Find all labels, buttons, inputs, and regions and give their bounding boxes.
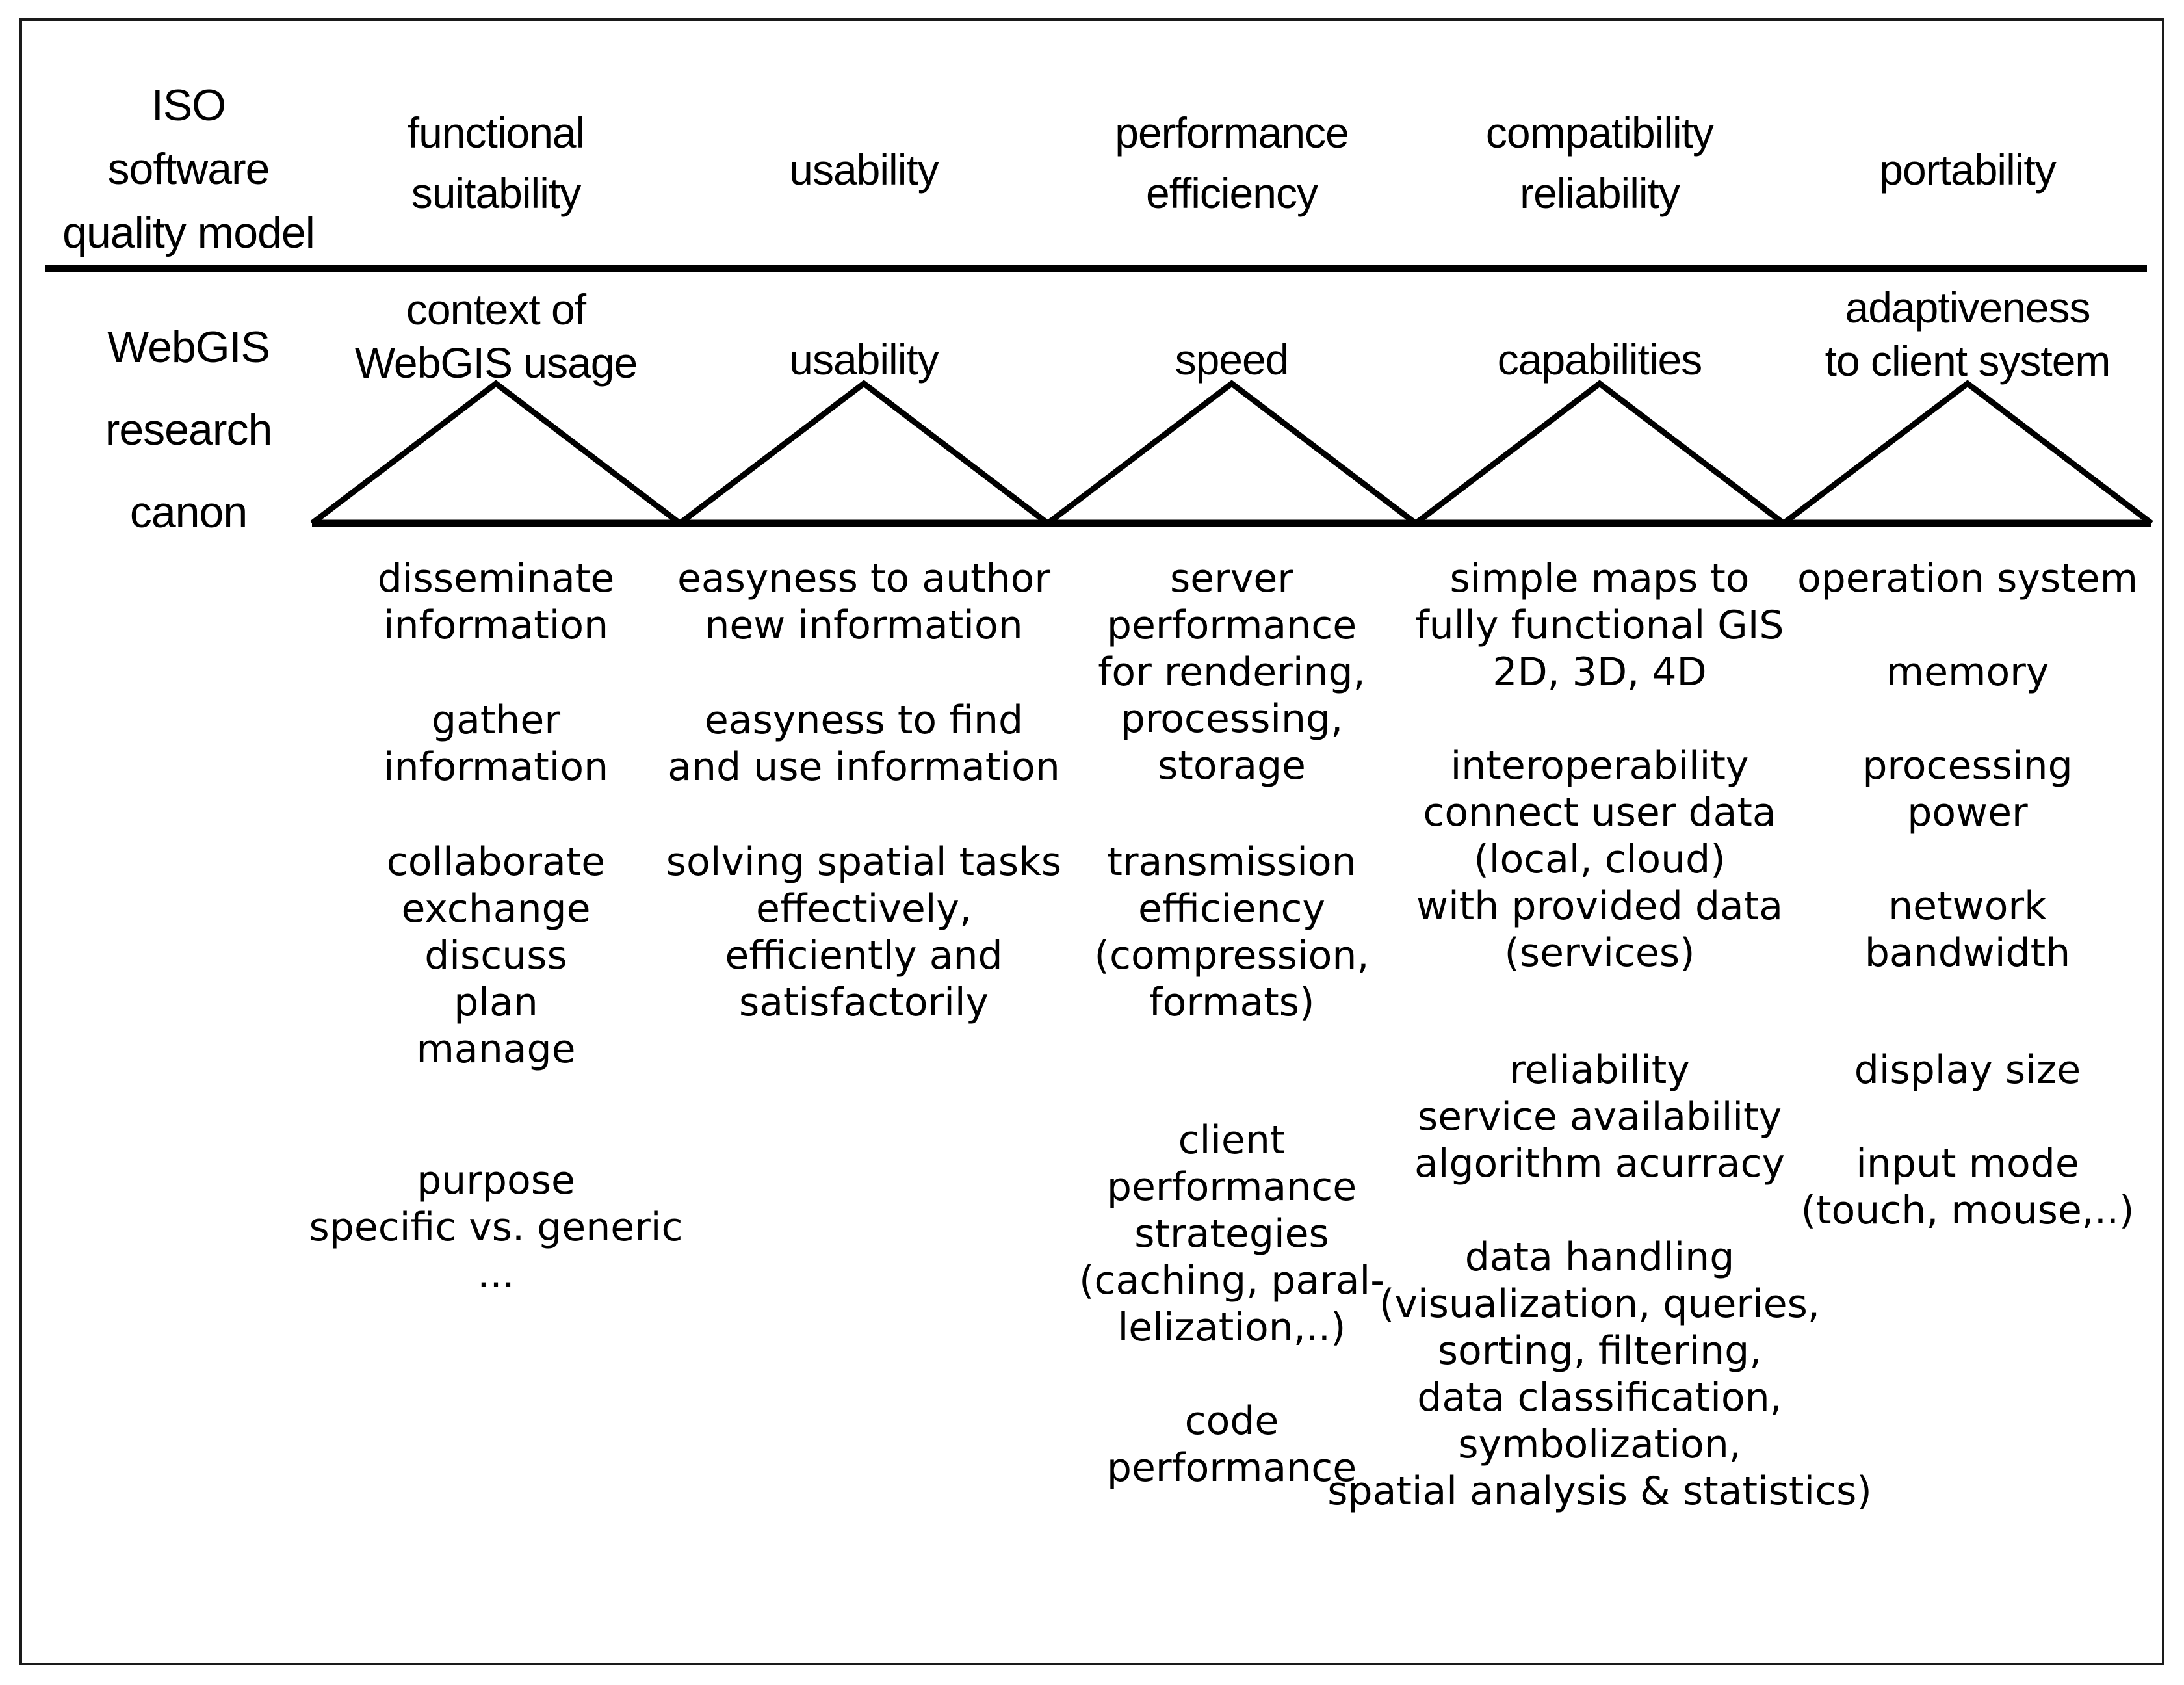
detail-group: processing power bbox=[1862, 743, 2073, 835]
detail-group: transmission efficiency (compression, fo… bbox=[1094, 839, 1370, 1025]
detail-group: gather information bbox=[383, 698, 609, 790]
canon-row-label: WebGIS research canon bbox=[105, 322, 273, 537]
detail-group: data handling (visualization, queries, s… bbox=[1327, 1234, 1872, 1514]
detail-column-adaptiveness: operation system memory processing power… bbox=[1782, 0, 2153, 1685]
canon-category-adaptiveness-to-client-system: adaptiveness to client system bbox=[1825, 283, 2111, 385]
canon-category-capabilities: capabilities bbox=[1497, 335, 1703, 384]
triangle-adaptiveness bbox=[1782, 380, 2153, 526]
detail-group: easyness to find and use information bbox=[668, 698, 1060, 790]
detail-group: interoperability connect user data (loca… bbox=[1416, 743, 1783, 976]
detail-group: collaborate exchange discuss plan manage bbox=[386, 839, 606, 1072]
detail-group: memory bbox=[1886, 649, 2049, 695]
detail-group: easyness to author new information bbox=[677, 556, 1050, 648]
detail-group: server performance for rendering, proces… bbox=[1098, 556, 1366, 789]
canon-category-speed: speed bbox=[1175, 335, 1290, 384]
detail-column-speed: server performance for rendering, proces… bbox=[1030, 0, 1433, 1685]
detail-group: solving spatial tasks effectively, effic… bbox=[666, 839, 1062, 1025]
detail-group: network bandwidth bbox=[1864, 883, 2071, 976]
detail-group: operation system bbox=[1797, 556, 2138, 601]
figure-border bbox=[20, 18, 2164, 1665]
canon-category-context-of-webgis-usage: context of WebGIS usage bbox=[354, 285, 638, 387]
detail-group: display size bbox=[1854, 1047, 2081, 1093]
detail-group: simple maps to fully functional GIS 2D, … bbox=[1415, 556, 1784, 695]
detail-group: purpose specific vs. generic ... bbox=[309, 1158, 683, 1297]
detail-group: disseminate information bbox=[377, 556, 615, 648]
detail-group: client performance strategies (caching, … bbox=[1079, 1117, 1384, 1350]
iso-row-label: ISO software quality model bbox=[62, 81, 315, 257]
detail-column-usability: easyness to author new information easyn… bbox=[649, 0, 1078, 1685]
iso-column-header-usability: usability bbox=[789, 146, 939, 194]
triangle-speed bbox=[1046, 380, 1418, 526]
detail-column-context-of-webgis-usage: disseminate information gather informati… bbox=[268, 0, 723, 1685]
iso-column-header-functional-suitability: functional suitability bbox=[407, 109, 586, 217]
detail-group: reliability service availability algorit… bbox=[1414, 1047, 1785, 1186]
detail-group: code performance bbox=[1106, 1398, 1357, 1491]
detail-column-capabilities: simple maps to fully functional GIS 2D, … bbox=[1275, 0, 1925, 1685]
iso-column-header-compatibility-reliability: compatibility reliability bbox=[1485, 109, 1714, 217]
triangle-usability bbox=[678, 380, 1050, 526]
canon-category-usability: usability bbox=[789, 335, 939, 384]
triangle-context-of-webgis-usage bbox=[310, 380, 682, 526]
triangle-capabilities bbox=[1414, 380, 1786, 526]
iso-column-header-portability: portability bbox=[1879, 146, 2056, 194]
iso-column-header-performance-efficiency: performance efficiency bbox=[1115, 109, 1349, 217]
detail-group: input mode (touch, mouse,..) bbox=[1800, 1141, 2135, 1233]
